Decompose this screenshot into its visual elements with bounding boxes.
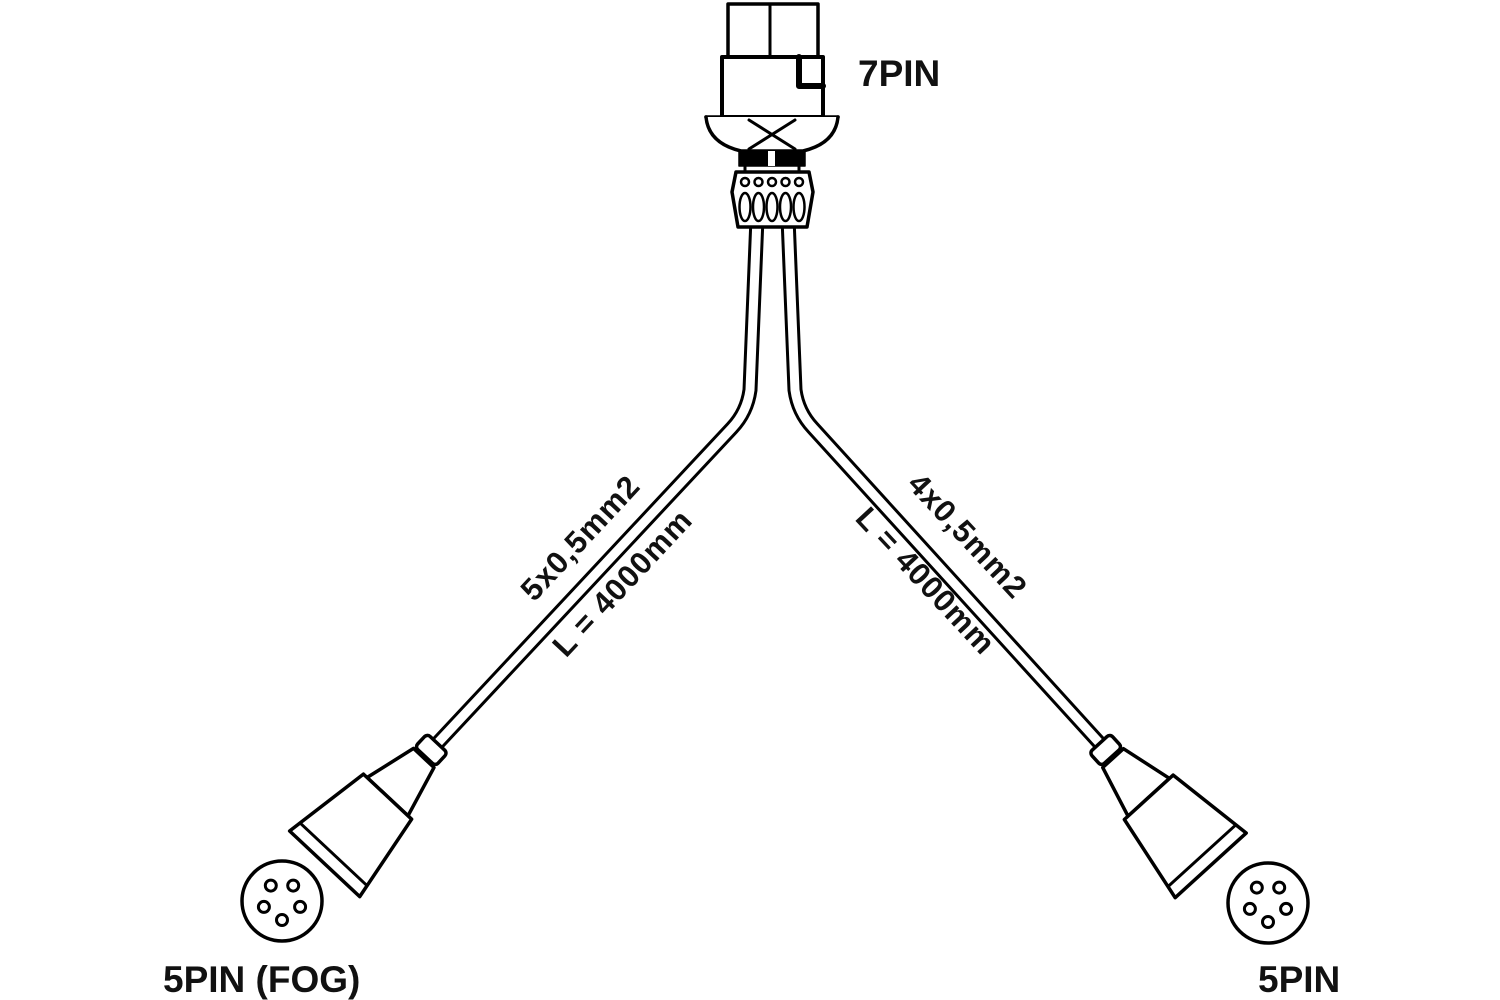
left-pin-hole bbox=[275, 913, 289, 927]
left-cable-outline bbox=[428, 217, 765, 753]
strain-relief-grommet bbox=[730, 170, 815, 229]
left-connector-housing bbox=[287, 772, 414, 899]
left-pin-hole bbox=[293, 899, 308, 914]
seven-pin-plug bbox=[704, 2, 840, 229]
right-connector-face-edge bbox=[1167, 824, 1237, 888]
left-pin-hole bbox=[256, 899, 271, 914]
right-cable-outline bbox=[780, 217, 1109, 753]
plug-top-block bbox=[726, 2, 820, 59]
right-pin-hole bbox=[1261, 915, 1275, 929]
left-connector-face-edge bbox=[299, 822, 368, 887]
label-5pin: 5PIN bbox=[1258, 959, 1340, 1000]
label-5pin-fog: 5PIN (FOG) bbox=[163, 959, 360, 1000]
right-5pin-face-ring bbox=[1226, 861, 1310, 945]
left-cable-clamp bbox=[414, 733, 448, 767]
right-cable-clamp bbox=[1089, 733, 1123, 767]
left-connector bbox=[287, 733, 448, 899]
plug-keyway-notch bbox=[796, 54, 826, 89]
cables bbox=[428, 217, 1109, 753]
right-connector-housing bbox=[1122, 773, 1248, 900]
right-5pin-face bbox=[1226, 861, 1310, 945]
left-cable-core bbox=[430, 217, 762, 751]
left-pin-hole bbox=[286, 878, 301, 893]
right-connector bbox=[1089, 733, 1248, 900]
left-5pin-face bbox=[240, 859, 324, 943]
right-pin-hole bbox=[1279, 901, 1294, 916]
left-5pin-face-ring bbox=[240, 859, 324, 943]
label-7pin: 7PIN bbox=[858, 53, 940, 94]
right-pin-hole bbox=[1249, 880, 1264, 895]
flange-hatch bbox=[747, 118, 797, 151]
right-cable-core bbox=[783, 217, 1107, 751]
grommet-ribs bbox=[738, 176, 806, 223]
right-pin-hole bbox=[1272, 880, 1287, 895]
left-pin-hole bbox=[263, 878, 278, 893]
right-pin-hole bbox=[1242, 901, 1257, 916]
collar-band-slit bbox=[768, 151, 775, 166]
